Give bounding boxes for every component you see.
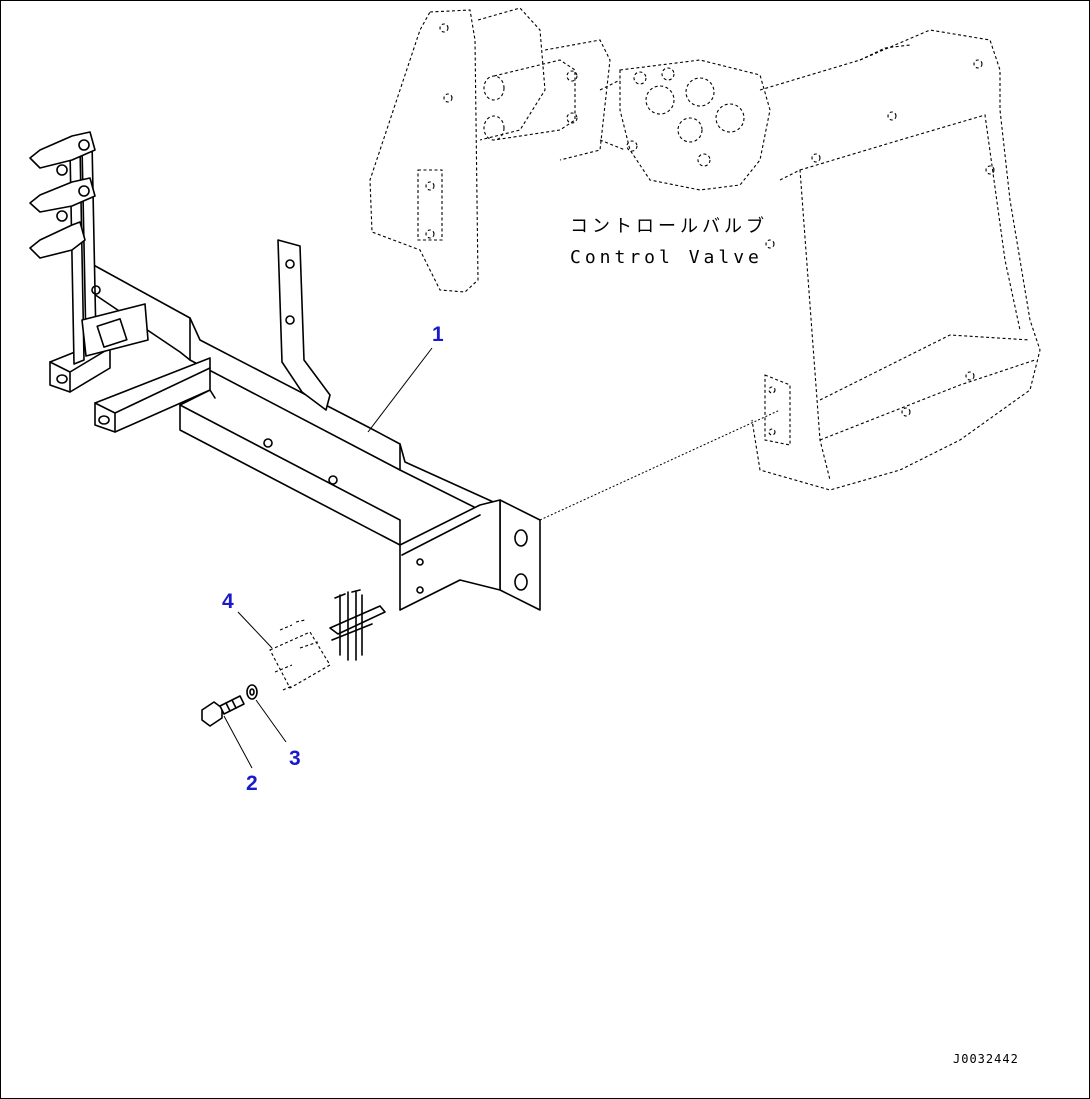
part-3-washer: [246, 684, 258, 700]
control-valve-label-en: Control Valve: [570, 247, 763, 268]
bracket-assembly: [29, 131, 541, 661]
part-2-bolt: [201, 695, 245, 727]
machine-frame-outline: [369, 7, 1041, 521]
part-4-ghost-clamp: [269, 619, 331, 691]
leader-lines: [223, 347, 433, 769]
drawing-code: J0032442: [953, 1052, 1019, 1066]
callout-4: 4: [222, 590, 234, 613]
callout-2: 2: [246, 772, 258, 795]
callout-1: 1: [432, 323, 444, 346]
callout-3: 3: [289, 747, 301, 770]
control-valve-label-jp: コントロールバルブ: [570, 216, 768, 237]
